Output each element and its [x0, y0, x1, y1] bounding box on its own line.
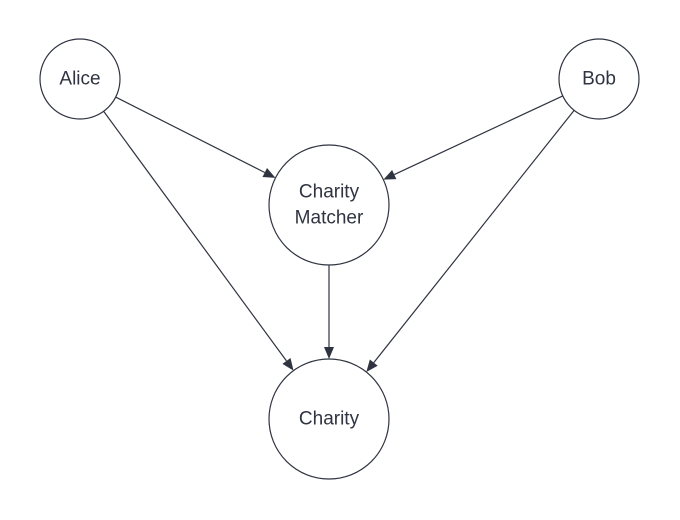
arrowhead-icon [324, 347, 334, 359]
edge-line [115, 96, 266, 174]
node-alice: Alice [39, 38, 121, 120]
arrowhead-icon [366, 359, 378, 373]
arrowhead-icon [262, 168, 276, 178]
node-label: Charity [299, 409, 360, 430]
node-label: Alice [59, 69, 100, 90]
node-charity: Charity [268, 358, 390, 480]
edge-alice-to-charity [103, 110, 294, 371]
edge-matcher-to-charity [324, 265, 334, 359]
node-circle [558, 38, 640, 120]
node-circle [39, 38, 121, 120]
edge-line [103, 110, 287, 362]
arrowhead-icon [383, 170, 397, 180]
arrowhead-icon [282, 357, 294, 371]
edges-layer [103, 95, 575, 373]
node-circle [268, 358, 390, 480]
node-circle [268, 144, 390, 266]
node-label: Charity [299, 182, 360, 203]
edge-bob-to-matcher [383, 95, 564, 180]
edge-alice-to-matcher [115, 96, 276, 178]
edge-line [373, 109, 575, 363]
node-label: Bob [582, 69, 616, 90]
edge-line [393, 95, 564, 176]
node-bob: Bob [558, 38, 640, 120]
node-label: Matcher [295, 208, 364, 229]
edge-bob-to-charity [366, 109, 575, 373]
